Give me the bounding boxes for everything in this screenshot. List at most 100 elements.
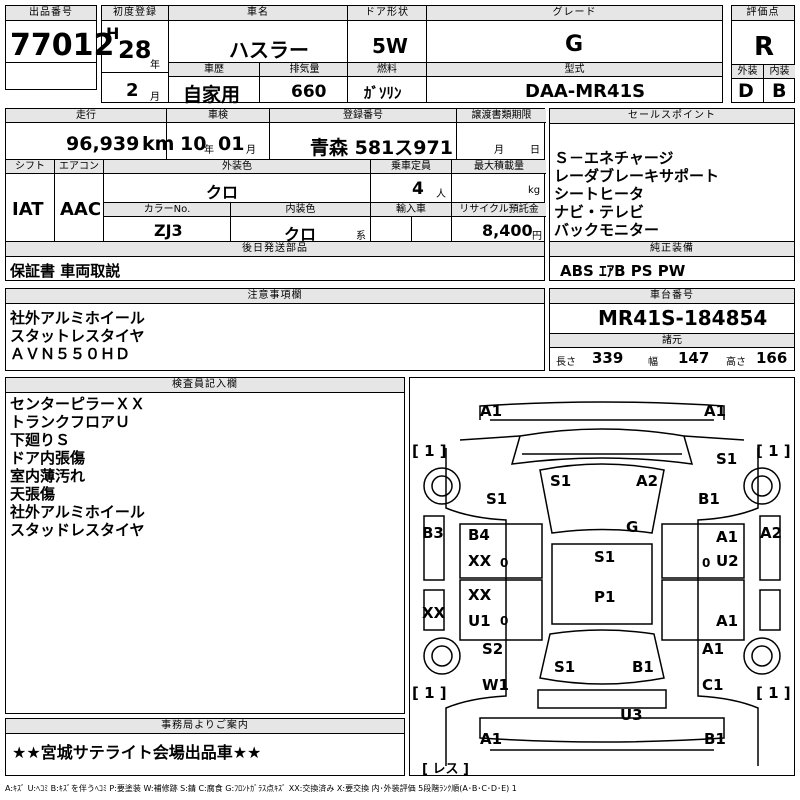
specs-label: 諸元 xyxy=(550,333,794,348)
history-label: 車歴 xyxy=(169,63,259,77)
model: DAA-MR41S xyxy=(525,81,646,102)
damage-mark: B1 xyxy=(632,658,654,676)
car-name-box: 車名 ハスラー 車歴 排気量 自家用 660 xyxy=(168,5,349,106)
office-message: ★★宮城サテライト会場出品車★★ xyxy=(12,743,262,762)
sales-point: ナビ・テレビ xyxy=(554,203,645,221)
damage-mark: XX xyxy=(422,604,446,622)
interior-color-label: 内装色 xyxy=(231,203,370,217)
inspection-label: 車検 xyxy=(167,109,269,123)
damage-mark: 0 xyxy=(702,556,711,570)
height-label: 高さ xyxy=(726,357,746,368)
damage-mark: [ レス ] xyxy=(422,762,469,777)
lot-number-box: 出品番号 77012 xyxy=(5,5,114,90)
mileage-label: 走行 xyxy=(6,109,166,123)
sales-points-box: セールスポイント Ｓ－エネチャージ レーダブレーキサポート シートヒータ ナビ・… xyxy=(549,108,795,242)
capacity: 4 xyxy=(412,179,424,199)
lot-number: 77012 xyxy=(10,28,115,63)
damage-mark: S1 xyxy=(486,490,508,508)
damage-mark: [ 1 ] xyxy=(412,442,447,460)
inspector-note: 下廻りＳ xyxy=(10,431,71,449)
transfer-label: 譲渡書類期限 xyxy=(457,109,546,123)
car-name: ハスラー xyxy=(229,38,309,62)
history: 自家用 xyxy=(183,84,241,106)
damage-mark: A2 xyxy=(636,472,659,490)
sales-points-list: Ｓ－エネチャージ レーダブレーキサポート シートヒータ ナビ・テレビ バックモニ… xyxy=(554,149,719,239)
damage-mark: S1 xyxy=(550,472,572,490)
inspector-note: センターピラーＸＸ xyxy=(10,395,146,413)
car-diagram: A1 A1 [ 1 ] [ 1 ] S1 S1 A2 S1 B1 G B3 B4… xyxy=(409,377,795,777)
equipment: ABS ｴｱB PS PW xyxy=(560,262,686,280)
damage-mark: W1 xyxy=(482,676,509,694)
damage-mark: A2 xyxy=(760,524,783,542)
equipment-box: 純正装備 ABS ｴｱB PS PW xyxy=(549,241,795,281)
damage-mark: A1 xyxy=(716,612,739,630)
damage-mark: 0 xyxy=(500,556,509,570)
shift: IAT xyxy=(12,199,44,220)
fuel: ｶﾞｿﾘﾝ xyxy=(364,84,402,102)
damage-mark: B1 xyxy=(698,490,720,508)
grade: G xyxy=(565,32,584,57)
registration-month: 2 xyxy=(126,80,139,101)
first-registration-box: 初度登録 H 28 年 2 月 xyxy=(101,5,169,103)
damage-mark: B3 xyxy=(422,524,444,542)
exterior-color-label: 外装色 xyxy=(104,160,370,174)
damage-mark: A1 xyxy=(480,402,503,420)
damage-mark: B1 xyxy=(704,730,726,748)
damage-mark: XX xyxy=(468,586,492,604)
inspector-note: ドア内張傷 xyxy=(10,449,86,467)
inspector-note: トランクフロアＵ xyxy=(10,413,131,431)
note-line: ＡＶＮ５５０ＨＤ xyxy=(10,345,131,363)
equipment-label: 純正装備 xyxy=(550,242,794,257)
inspection-month-unit: 月 xyxy=(246,145,256,156)
interior-color: クロ xyxy=(284,225,317,244)
max-load-label: 最大積載量 xyxy=(452,160,546,174)
capacity-label: 乗車定員 xyxy=(371,160,451,174)
month-unit: 月 xyxy=(150,92,160,103)
door-box: ドア形状 5W 燃料 ｶﾞｿﾘﾝ xyxy=(347,5,427,103)
import-label: 輸入車 xyxy=(371,203,451,217)
damage-mark: XX xyxy=(468,552,492,570)
damage-mark: [ 1 ] xyxy=(412,684,447,702)
door-label: ドア形状 xyxy=(348,6,426,21)
office-label: 事務局よりご案内 xyxy=(6,719,404,734)
damage-mark: S1 xyxy=(594,548,616,566)
office-box: 事務局よりご案内 ★★宮城サテライト会場出品車★★ xyxy=(5,718,405,776)
inspection-year: 10 xyxy=(180,133,207,155)
km-unit: km xyxy=(142,133,175,155)
recycle-deposit: 8,400 xyxy=(482,221,533,240)
later-parts-label: 後日発送部品 xyxy=(6,242,544,257)
interior-grade: B xyxy=(772,80,787,102)
damage-mark: P1 xyxy=(594,588,616,606)
aircon-label: エアコン xyxy=(55,160,103,174)
chassis-number: MR41S-184854 xyxy=(598,306,768,330)
damage-mark: S1 xyxy=(554,658,576,676)
damage-mark: [ 1 ] xyxy=(756,684,791,702)
sales-points-label: セールスポイント xyxy=(550,109,794,124)
displacement-label: 排気量 xyxy=(260,63,349,77)
sales-point: バックモニター xyxy=(554,221,660,239)
score: R xyxy=(754,32,775,62)
inspection-month: 01 xyxy=(218,133,245,155)
height: 166 xyxy=(756,349,788,367)
damage-mark: S2 xyxy=(482,640,504,658)
grade-box: グレード G 型式 DAA-MR41S xyxy=(426,5,723,103)
fuel-label: 燃料 xyxy=(348,63,426,77)
exterior-color: クロ xyxy=(206,183,239,202)
later-parts-box: 後日発送部品 保証書 車両取説 xyxy=(5,241,545,281)
aircon: AAC xyxy=(60,199,102,220)
length: 339 xyxy=(592,349,624,367)
damage-mark: A1 xyxy=(704,402,727,420)
displacement: 660 xyxy=(291,82,327,102)
chassis-label: 車台番号 xyxy=(550,289,794,304)
car-outline xyxy=(423,401,781,766)
score-label: 評価点 xyxy=(732,6,794,21)
shift-label: シフト xyxy=(6,160,54,174)
legend: A:ｷｽﾞ U:ﾍｺﾐ B:ｷｽﾞを伴うﾍｺﾐ P:要塗装 W:補修跡 S:錆 … xyxy=(5,784,517,793)
length-label: 長さ xyxy=(556,357,576,368)
damage-mark: [ 1 ] xyxy=(756,442,791,460)
plate-number: 青森 581ス971 xyxy=(310,137,453,159)
damage-mark: S1 xyxy=(716,450,738,468)
damage-mark: U3 xyxy=(620,706,643,724)
notes-list: 社外アルミホイール スタットレスタイヤ ＡＶＮ５５０ＨＤ xyxy=(10,309,145,363)
width: 147 xyxy=(678,349,710,367)
